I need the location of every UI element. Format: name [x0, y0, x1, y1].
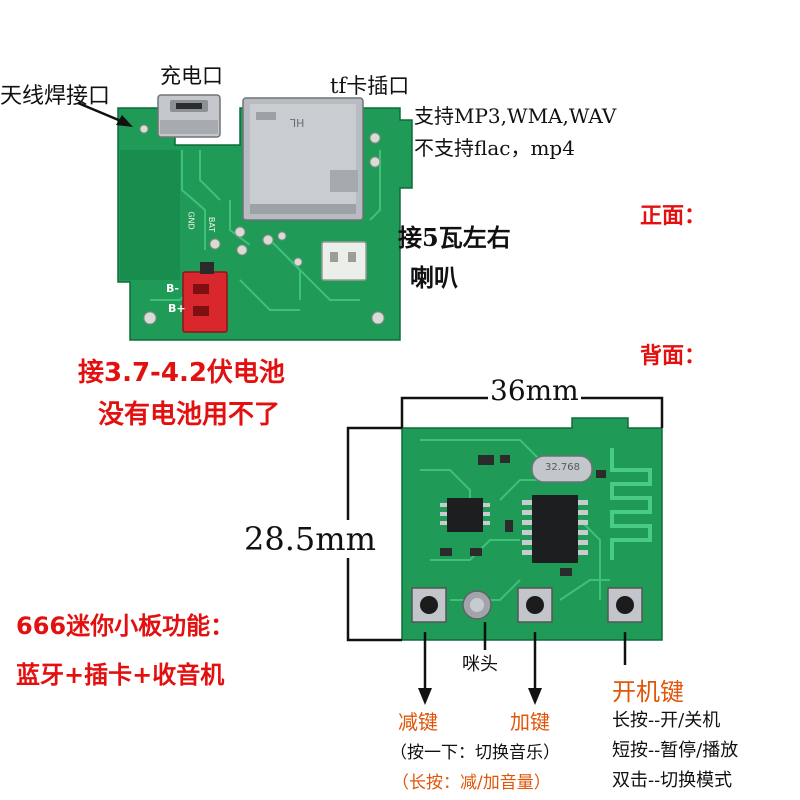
main-chip [522, 495, 588, 563]
tf-support-formats: 支持MP3,WMA,WAV [414, 104, 617, 128]
long-press-note: （长按：减/加音量） [392, 773, 551, 793]
silk-bat: BAT [207, 216, 217, 233]
speaker-label-line1: 接5瓦左右 [398, 223, 511, 252]
antenna-port-label: 天线焊接口 [0, 84, 111, 109]
speaker-label-line2: 喇叭 [410, 263, 458, 292]
battery-required-label: 没有电池用不了 [98, 400, 281, 430]
sd-slot-mark: HL [290, 116, 305, 129]
back-side-label: 背面： [640, 344, 707, 369]
plus-key-label: 加键 [510, 710, 550, 734]
features-list: 蓝牙+插卡+收音机 [16, 661, 225, 689]
front-board [117, 94, 413, 341]
speaker-connector [321, 241, 367, 281]
battery-connector [182, 262, 228, 333]
charge-port [157, 94, 221, 138]
back-traces [420, 439, 610, 601]
battery-voltage-label: 接3.7-4.2伏电池 [78, 358, 285, 388]
pcb-antenna [610, 448, 652, 560]
front-vias [139, 124, 385, 325]
amplifier-chip [440, 498, 490, 532]
features-title: 666迷你小板功能： [16, 612, 235, 640]
width-dimension: 36mm [488, 374, 581, 407]
front-ground-plane [120, 150, 180, 280]
silk-b-minus: B- [166, 282, 179, 295]
power-short-press: 短按--暂停/播放 [612, 740, 739, 761]
power-double-click: 双击--切换模式 [612, 770, 733, 791]
small-components [440, 455, 606, 576]
silk-b-plus: B+ [168, 302, 186, 315]
silk-gnd: GND [186, 211, 196, 230]
height-dimension: 28.5mm [244, 520, 376, 558]
charge-port-label: 充电口 [160, 64, 223, 88]
power-long-press: 长按--开/关机 [612, 710, 721, 731]
tact-switches [411, 587, 643, 623]
minus-key-label: 减键 [398, 710, 438, 734]
tf-card-slot [242, 97, 364, 221]
mic-label: 咪头 [462, 654, 498, 675]
power-key-label: 开机键 [612, 678, 684, 706]
crystal-marking: 32.768 [545, 462, 580, 473]
short-press-note: （按一下：切换音乐） [390, 743, 560, 763]
tf-slot-label: tf卡插口 [330, 74, 410, 98]
crystal-oscillator [531, 455, 593, 483]
annotation-arrowheads [116, 115, 542, 705]
tf-unsupported-formats: 不支持flac，mp4 [414, 136, 575, 160]
front-side-label: 正面： [640, 204, 707, 229]
back-board [401, 417, 663, 641]
